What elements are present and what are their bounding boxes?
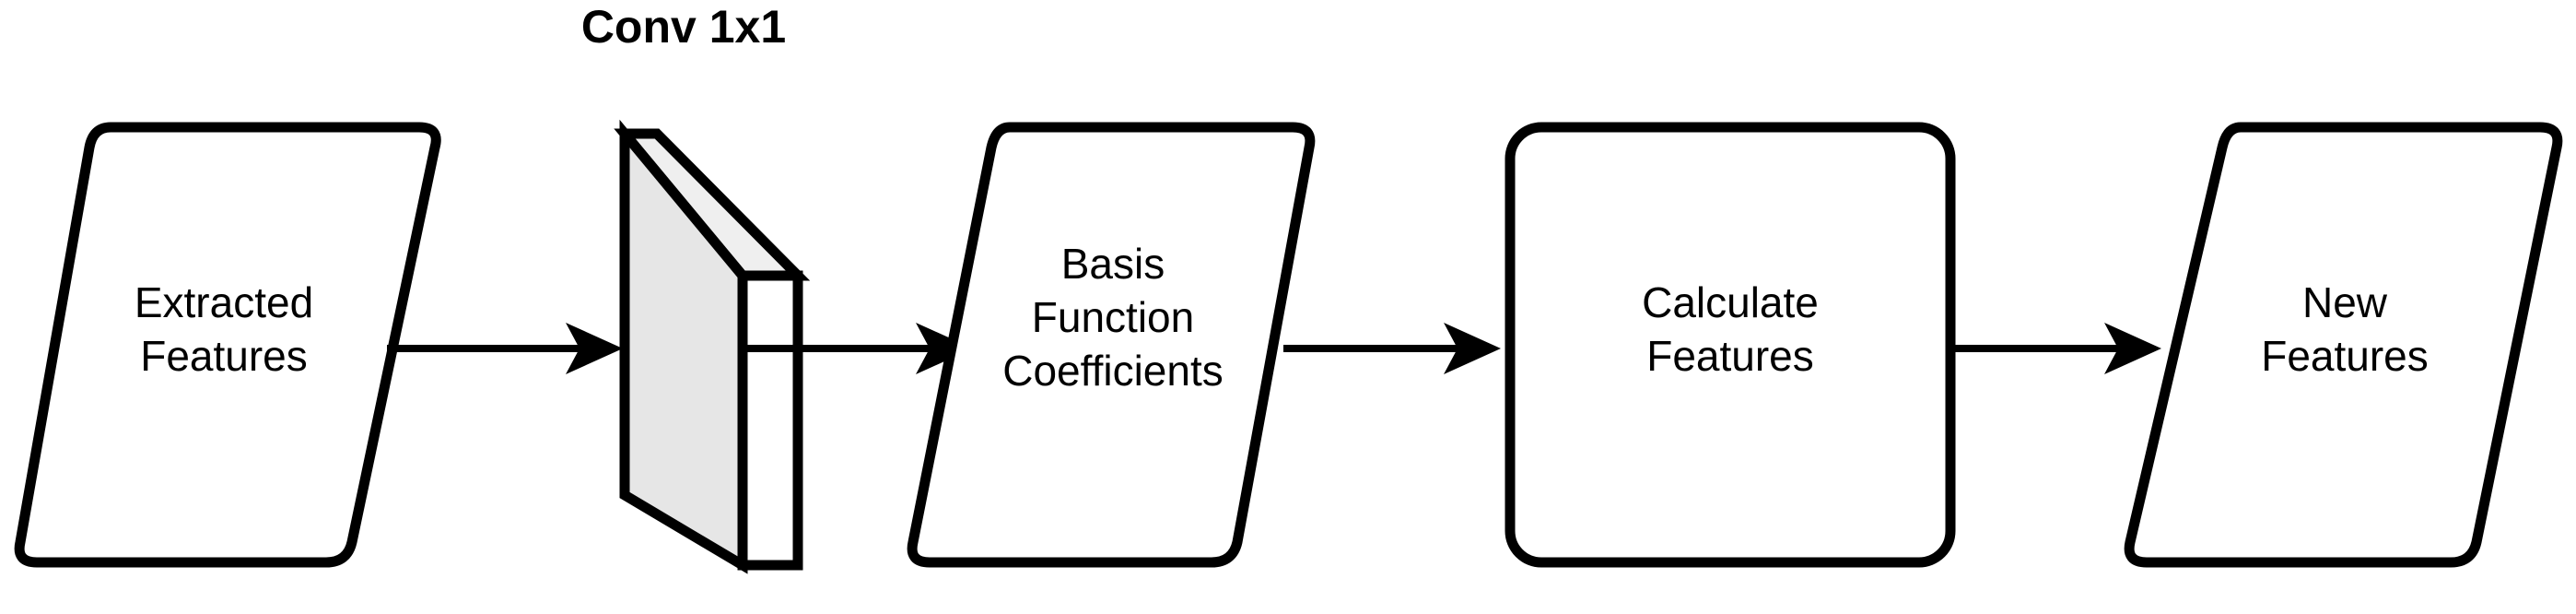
node-new-features[interactable]: New Features xyxy=(2124,122,2563,568)
arrowhead-right-icon-4 xyxy=(2104,323,2161,374)
edge-conv-to-basis-function xyxy=(743,323,973,374)
edge-basis-function-to-calculate xyxy=(1283,323,1501,374)
node-calculate-features[interactable]: Calculate Features xyxy=(1505,122,1956,568)
node-basis-function-coefficients[interactable]: Basis Function Coefficients xyxy=(907,122,1316,568)
parallelogram-shape-extracted-features xyxy=(14,122,441,568)
node-label-basis-line3: Coefficients xyxy=(1002,347,1224,395)
parallelogram-shape-basis-function xyxy=(907,122,1316,568)
node-label-basis-line1: Basis xyxy=(1061,240,1165,288)
node-label-extracted-features-line2: Features xyxy=(140,332,308,380)
node-label-basis-line2: Function xyxy=(1032,293,1194,341)
node-conv-1x1[interactable]: Conv 1x1 xyxy=(581,1,811,574)
node-label-calculate-features-line2: Features xyxy=(1646,332,1814,380)
arrowhead-right-icon-3 xyxy=(1444,323,1501,374)
node-label-extracted-features-line1: Extracted xyxy=(135,278,313,326)
node-extracted-features[interactable]: Extracted Features xyxy=(14,122,441,568)
parallelogram-shape-new-features xyxy=(2124,122,2563,568)
arrowhead-right-icon-1 xyxy=(566,323,623,374)
node-label-calculate-features-line1: Calculate xyxy=(1642,278,1819,326)
node-label-conv-1x1: Conv 1x1 xyxy=(581,1,786,53)
slab-front-face-conv xyxy=(619,119,748,574)
arrowhead-right-icon-2 xyxy=(916,323,973,374)
edge-extracted-features-to-conv xyxy=(387,323,623,374)
node-label-new-features-line2: Features xyxy=(2261,332,2429,380)
node-label-new-features-line1: New xyxy=(2302,278,2388,326)
slab-right-face-conv xyxy=(737,270,803,571)
edge-calculate-to-new-features xyxy=(1950,323,2161,374)
